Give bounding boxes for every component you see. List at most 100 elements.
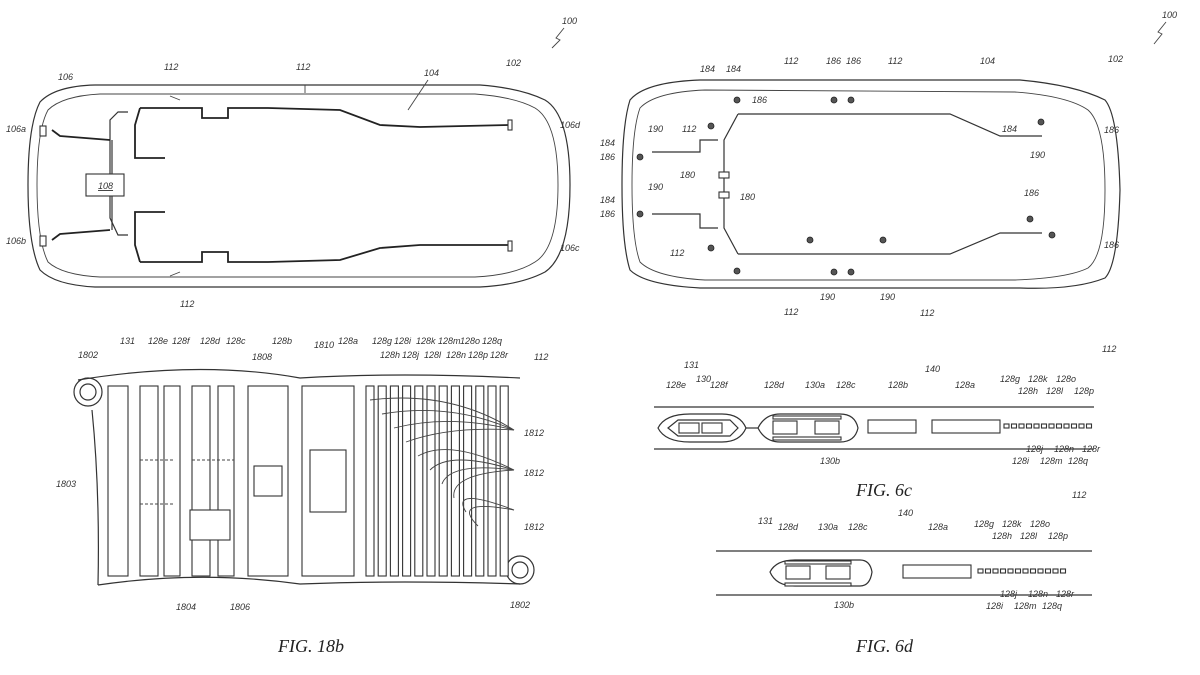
label-128q-fig6d: 128q — [1042, 601, 1062, 611]
label-128b-18b: 128b — [272, 336, 292, 346]
label-128q-fig6c: 128q — [1068, 456, 1088, 466]
label-112-c: 112 — [180, 299, 194, 309]
label-180-a: 180 — [680, 170, 695, 180]
label-190: 190 — [880, 292, 895, 302]
label-112-right-c: 112 — [682, 124, 696, 134]
harness-left-bottom — [134, 211, 165, 263]
label-100: 100 — [562, 16, 577, 26]
label-128r-fig6c: 128r — [1082, 444, 1101, 454]
label-130a-6c: 130a — [805, 380, 825, 390]
node-186 — [707, 244, 715, 252]
small-conductor — [1007, 568, 1014, 574]
label-128g-fig6c: 128g — [1000, 374, 1020, 384]
vehicle-body-inner-right — [631, 89, 1106, 281]
small-conductor — [1059, 568, 1067, 574]
label-128p-18b: 128p — [468, 350, 488, 360]
label-112-6c: 112 — [1102, 344, 1116, 354]
mounting-hole-1802-right-inner — [511, 561, 529, 579]
small-conductor-strip — [426, 385, 436, 577]
label-128a-6c: 128a — [955, 380, 975, 390]
trace-1812 — [405, 428, 515, 443]
node-186 — [636, 153, 644, 161]
label-128j-18b: 128j — [402, 350, 420, 360]
flat-cable-edge-bottom — [97, 576, 521, 586]
fig-6d: 128g128h128k128l128o128p128i128j128m128n… — [716, 490, 1092, 656]
small-conductor — [977, 568, 984, 574]
label-190: 190 — [820, 292, 835, 302]
shield-130a — [772, 415, 842, 420]
label-186: 186 — [826, 56, 841, 66]
branch-left-top — [652, 139, 718, 153]
trace-1812 — [429, 459, 515, 471]
label-102-right: 102 — [1108, 54, 1123, 64]
label-112-right-b: 112 — [888, 56, 902, 66]
node-186 — [707, 122, 715, 130]
label-184: 184 — [700, 64, 715, 74]
trace-1812 — [381, 409, 515, 431]
small-conductor-strip — [499, 385, 509, 577]
label-128d-6d: 128d — [778, 522, 799, 532]
label-184: 184 — [1002, 124, 1017, 134]
leader-100-right — [1153, 21, 1167, 45]
leader-100 — [551, 27, 565, 49]
small-conductor — [1040, 423, 1048, 429]
label-102: 102 — [506, 58, 521, 68]
label-1808: 1808 — [252, 352, 272, 362]
label-190: 190 — [1030, 150, 1045, 160]
small-conductor — [1025, 423, 1033, 429]
harness-top — [140, 107, 511, 128]
small-conductor — [1003, 423, 1010, 429]
label-128h-fig6c: 128h — [1018, 386, 1038, 396]
label-128p-fig6d: 128p — [1048, 531, 1068, 541]
label-130b-6d: 130b — [834, 600, 854, 610]
small-conductor-strip — [487, 385, 497, 577]
small-conductor-strip — [475, 385, 485, 577]
label-128m-fig6c: 128m — [1040, 456, 1063, 466]
shield-130-inner — [667, 419, 739, 437]
label-186: 186 — [1104, 240, 1119, 250]
label-128k-fig6c: 128k — [1028, 374, 1048, 384]
conductor-strip — [139, 385, 159, 577]
label-186: 186 — [1024, 188, 1039, 198]
small-conductor — [1029, 568, 1037, 574]
label-186: 186 — [1104, 125, 1119, 135]
label-186: 186 — [600, 209, 615, 219]
region-1808 — [253, 465, 283, 497]
node-186 — [733, 96, 741, 104]
small-conductor-strip — [365, 385, 375, 577]
figure-caption-6d: FIG. 6d — [855, 636, 914, 656]
small-conductor — [999, 568, 1007, 574]
small-conductor — [984, 568, 992, 574]
label-1812: 1812 — [524, 428, 544, 438]
label-140-6c: 140 — [925, 364, 940, 374]
label-128i-fig6c: 128i — [1012, 456, 1030, 466]
conductor-128d — [772, 420, 798, 435]
label-128o-18b: 128o — [460, 336, 480, 346]
label-128r-fig6d: 128r — [1056, 589, 1075, 599]
label-184: 184 — [726, 64, 741, 74]
label-112-right-e: 112 — [784, 307, 798, 317]
small-conductor — [1022, 568, 1029, 574]
label-128j-fig6d: 128j — [1000, 589, 1018, 599]
trace-1812 — [453, 469, 515, 499]
label-130-6c: 130 — [696, 374, 711, 384]
node-186 — [830, 96, 838, 104]
small-conductor — [1070, 423, 1078, 429]
small-conductor — [1010, 423, 1018, 429]
label-190: 190 — [648, 182, 663, 192]
trace-1812 — [369, 397, 515, 431]
label-128l-fig6d: 128l — [1020, 531, 1038, 541]
label-128f-6c: 128f — [710, 380, 729, 390]
small-conductor — [1018, 423, 1025, 429]
small-conductor-strip — [450, 385, 460, 577]
label-128l-fig6c: 128l — [1046, 386, 1064, 396]
wire-to-106a — [51, 129, 111, 141]
shield-130b-6d — [784, 582, 852, 587]
conductor-128c — [814, 420, 840, 435]
label-128p-fig6c: 128p — [1074, 386, 1094, 396]
label-128c-6d: 128c — [848, 522, 868, 532]
label-128o-fig6c: 128o — [1056, 374, 1076, 384]
conductor-128a-6d — [902, 564, 972, 579]
harness-spine — [723, 113, 739, 255]
conductor-128d-6d — [785, 565, 811, 580]
